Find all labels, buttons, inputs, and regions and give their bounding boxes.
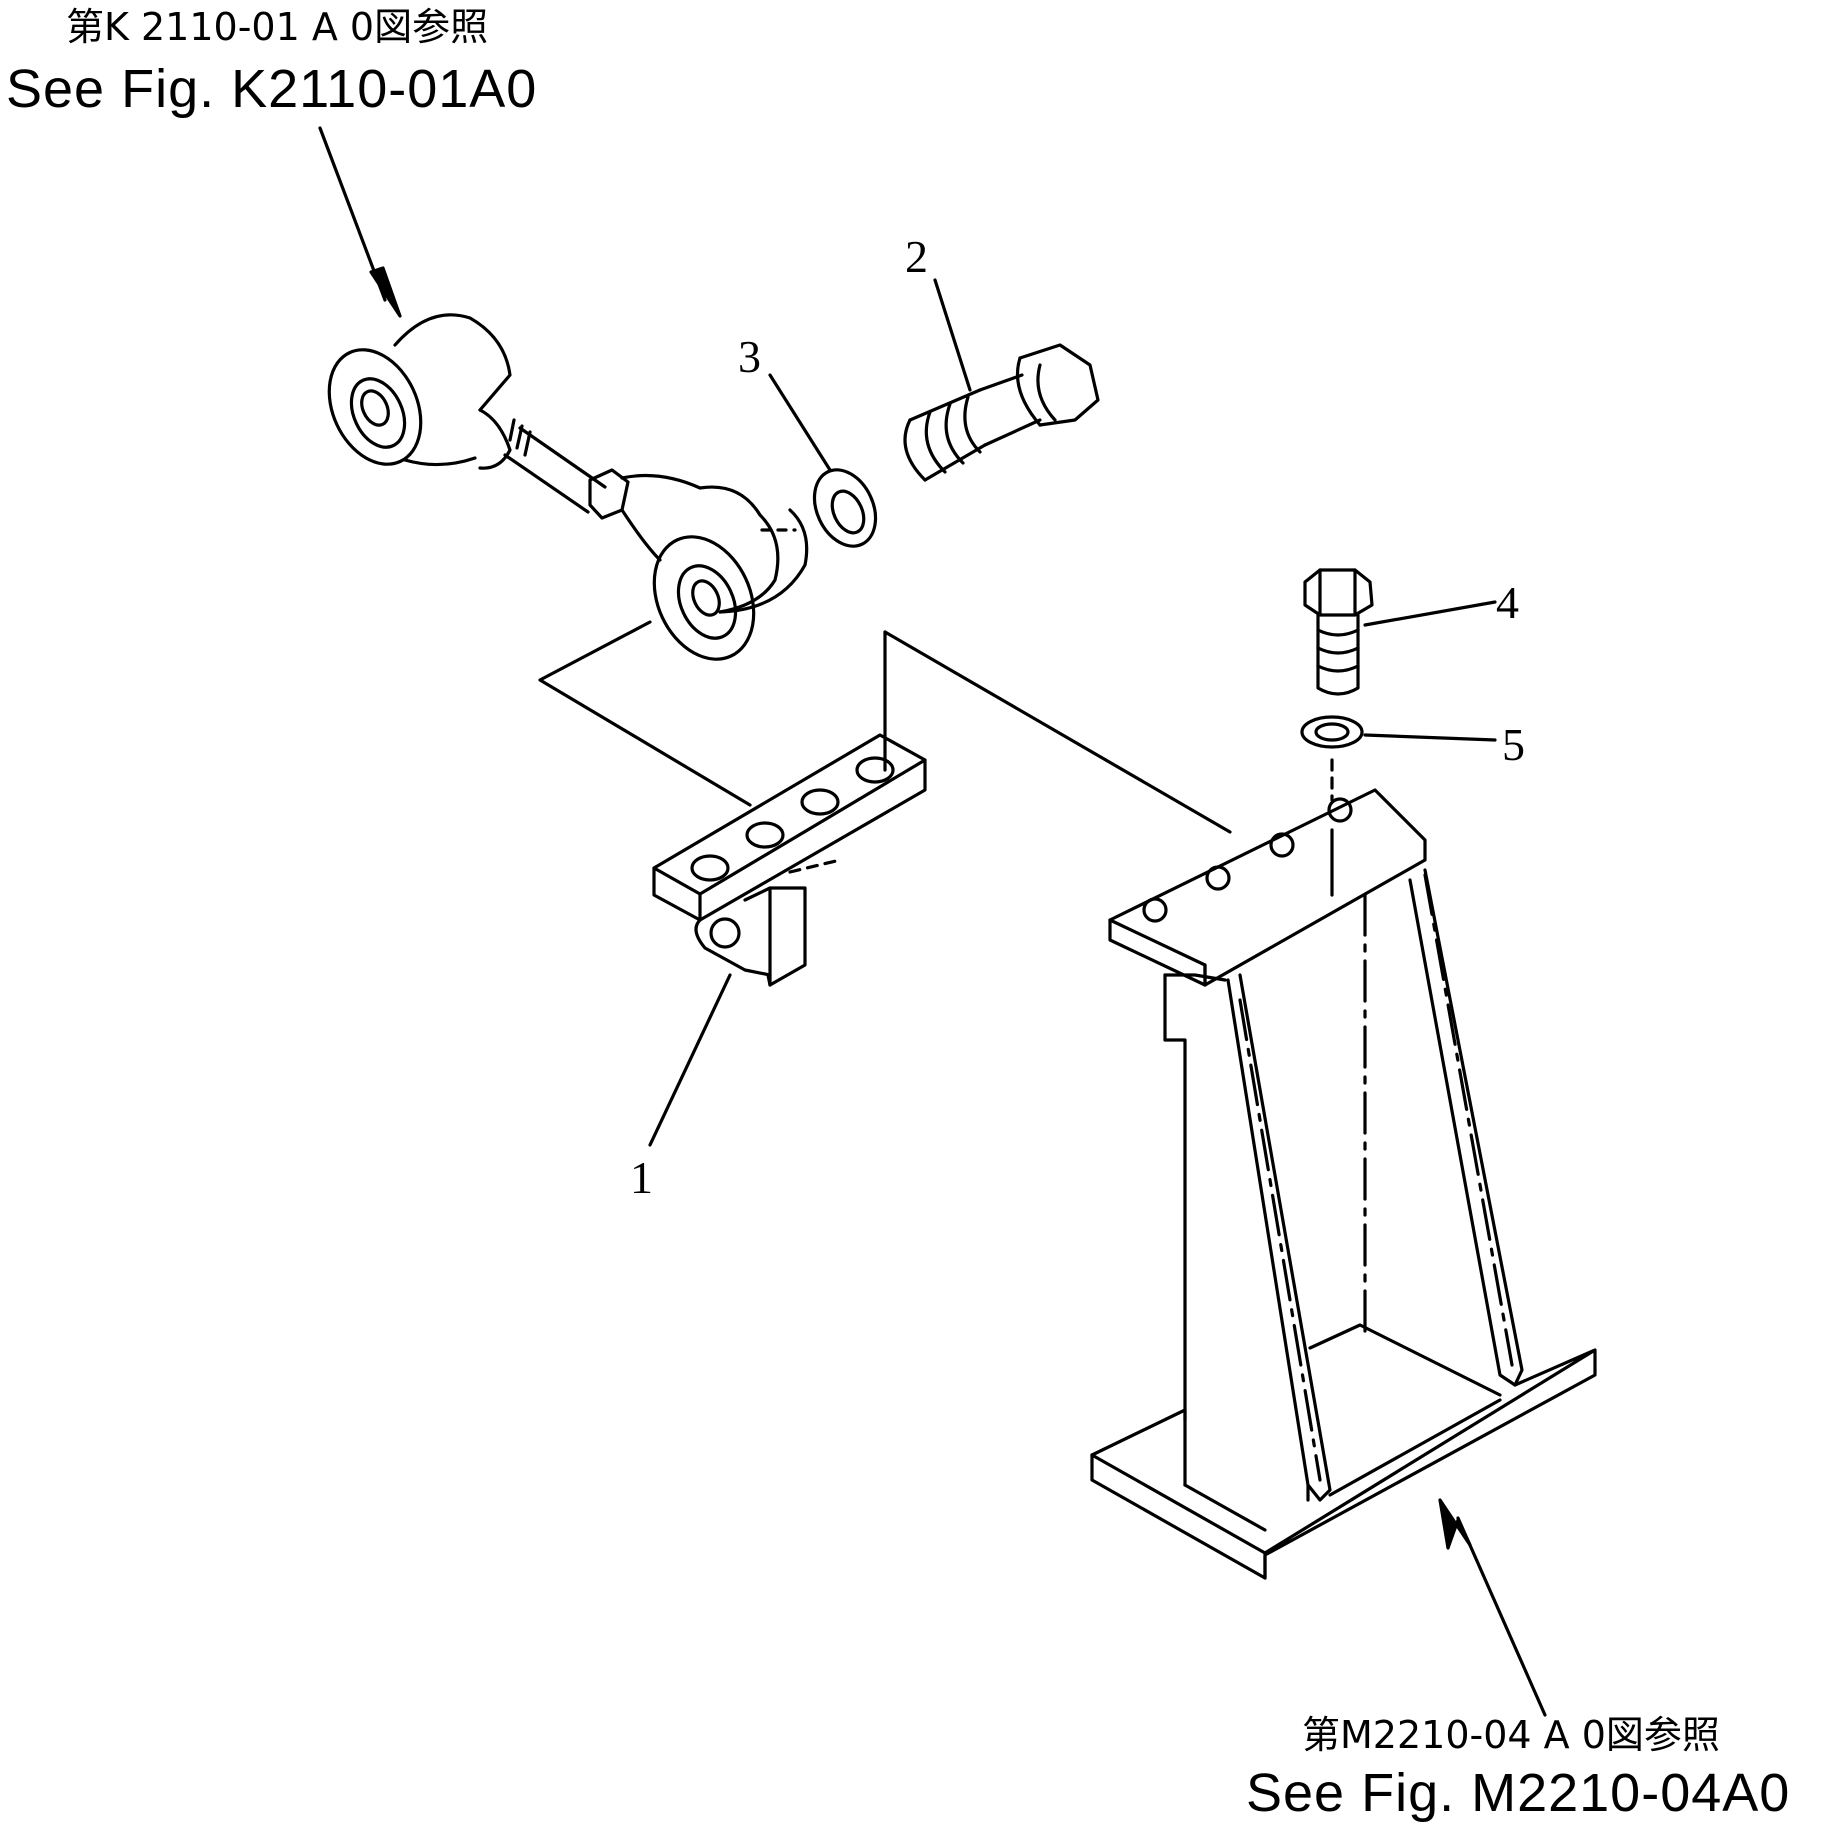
callout-leaders	[648, 278, 1497, 1147]
reference-top-english: See Fig. K2110-01A0	[6, 59, 538, 119]
link-rod-assembly	[327, 313, 809, 661]
washer-3	[812, 468, 878, 548]
bracket-1	[652, 733, 927, 987]
callout-4: 4	[1496, 577, 1519, 628]
callout-3: 3	[738, 331, 761, 382]
reference-bottom-arrow	[1438, 1498, 1547, 1717]
reference-bottom-english: See Fig. M2210-04A0	[1246, 1763, 1791, 1823]
callout-1: 1	[630, 1152, 653, 1203]
reference-top-arrow	[318, 126, 402, 318]
pedestal-stand	[1090, 788, 1597, 1580]
reference-bottom-japanese: 第M2210-04 A 0図参照	[1302, 1713, 1720, 1757]
reference-top-japanese: 第K 2110-01 A 0図参照	[66, 5, 489, 49]
assembly-line-eye-to-bracket	[538, 620, 1232, 834]
callout-2: 2	[905, 231, 928, 282]
callout-5: 5	[1502, 719, 1525, 770]
shoulder-bolt-2	[903, 343, 1100, 482]
bolt-4	[1303, 568, 1374, 696]
washer-5	[1300, 715, 1364, 802]
